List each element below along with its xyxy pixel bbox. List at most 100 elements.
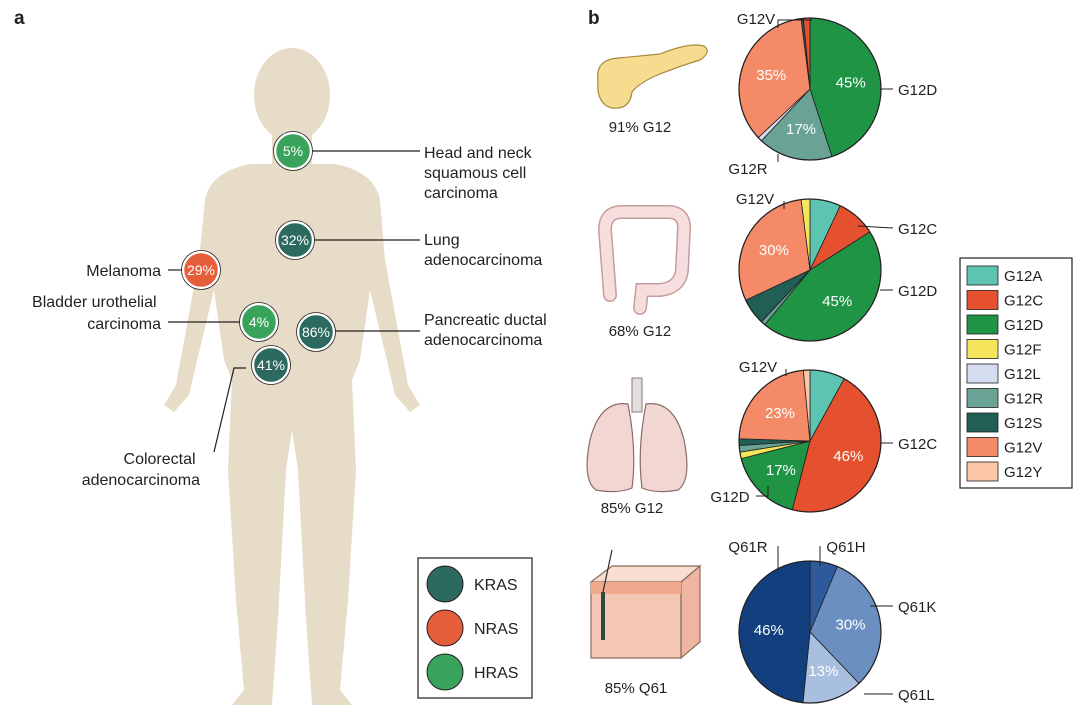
legend-item-g12l: G12L [966,363,1041,384]
colon-illustration [597,205,692,315]
legend-item-g12v: G12V [966,437,1042,457]
callout-skin-q61k: Q61K [898,599,936,616]
callout-pancreas-g12r: G12R [728,161,767,178]
panel-a-letter: a [14,8,25,29]
legend-label-g12y: G12Y [1004,464,1042,481]
head-neck-badge-circle [273,131,313,171]
lung-badge-value: 32% [281,232,309,248]
legend-item-g12c: G12C [966,290,1043,310]
caption-colon: 68% G12 [609,323,672,340]
pancreatic-badge: 86% [296,312,336,352]
callout-skin-q61l: Q61L [898,687,935,704]
label-head-neck: Head and neck squamous cell carcinoma [424,145,536,202]
callout-lung-g12d: G12D [710,489,749,506]
head-neck-badge-value: 5% [283,143,303,159]
legend-item-g12f: G12F [966,339,1042,359]
label-pancreatic: Pancreatic ductal adenocarcinoma [424,312,551,349]
bladder-badge-value: 4% [249,314,269,330]
callout-skin-q61r: Q61R [728,539,767,556]
callout-colon-g12d: G12D [898,283,937,300]
lung-badge-circle [275,220,315,260]
legend-swatch-g12v [966,437,999,457]
callout-line-pancreas-g12v [777,19,812,28]
mutation-legend: G12A G12C G12D G12F G12L G12R G12S G12V G12Y [959,257,1073,489]
label-colorectal: Colorectal adenocarcinoma [82,451,200,489]
slice-label-skin-q61r: 46% [754,622,784,639]
legend-item-g12d: G12D [966,314,1043,335]
slice-label-pancreas-g12d: 45% [836,75,866,92]
callout-colon-g12v: G12V [736,191,774,208]
legend-swatch-g12l [966,363,999,384]
lung-badge-outline [275,220,315,260]
legend-swatch-g12f [966,339,999,359]
legend-label-g12d: G12D [1004,317,1043,334]
hras-swatch [426,653,464,691]
pie-pancreas: 45% 17% 35% G12V G12D G12R [728,11,937,178]
legend-label-g12l: G12L [1004,366,1041,383]
pie-outline-lung [738,369,882,513]
legend-swatch-g12c [966,290,999,310]
slice-label-pancreas-g12r: 17% [786,121,816,138]
bladder-badge-outline [239,302,279,342]
callout-colon-g12c: G12C [898,221,937,238]
gene-legend: KRAS NRAS HRAS [417,557,533,699]
callout-pancreas-g12v: G12V [737,11,775,28]
legend-label-g12a: G12A [1004,268,1042,285]
callout-skin-q61h: Q61H [826,539,865,556]
melanoma-badge-circle [181,250,221,290]
legend-label-g12r: G12R [1004,391,1043,408]
colorectal-badge-outline [251,345,291,385]
legend-item-g12s: G12S [966,412,1042,433]
slice-label-skin-q61k: 30% [835,617,865,634]
label-bladder: Bladder urothelial carcinoma [32,294,161,333]
mutation-badges: 5% 32% 29% 4% 86% 41% [181,131,336,385]
melanoma-badge-value: 29% [187,262,215,278]
legend-item-g12y: G12Y [966,461,1042,482]
callout-lung-g12v: G12V [739,359,777,376]
legend-item-g12r: G12R [966,388,1043,408]
slice-label-colon-g12v: 30% [759,242,789,259]
pancreas-illustration [597,44,708,109]
skin-illustration [589,549,702,660]
colorectal-badge-value: 41% [257,357,285,373]
callout-line-lung-g12d [756,486,769,497]
slice-label-pancreas-g12v: 35% [756,67,786,84]
slice-label-lung-g12c: 46% [833,448,863,465]
colorectal-badge-circle [251,345,291,385]
lungs-illustration [586,377,688,493]
label-lung: Lung adenocarcinoma [424,232,542,269]
legend-swatch-g12a [966,265,999,286]
lung-badge: 32% [275,220,315,260]
callout-pancreas-g12d: G12D [898,82,937,99]
melanoma-badge-outline [181,250,221,290]
pancreatic-badge-outline [296,312,336,352]
bladder-badge-circle [239,302,279,342]
melanoma-badge: 29% [181,250,221,290]
bladder-badge: 4% [239,302,279,342]
slice-label-skin-q61l: 13% [808,663,838,680]
panel-a-leader-lines [168,150,420,453]
pancreatic-badge-value: 86% [302,324,330,340]
pie-outline-skin [738,560,882,704]
pie-outline-colon [738,198,882,342]
legend-swatch-g12d [966,314,999,335]
kras-swatch [426,565,464,603]
head-neck-badge: 5% [273,131,313,171]
legend-swatch-g12r [966,388,999,408]
pancreatic-badge-circle [296,312,336,352]
label-melanoma: Melanoma [86,263,161,280]
slice-label-lung-g12d: 17% [766,462,796,479]
legend-label-g12f: G12F [1004,342,1042,359]
caption-skin: 85% Q61 [605,680,668,697]
caption-lung: 85% G12 [601,500,664,517]
legend-label-g12s: G12S [1004,415,1042,432]
panel-a-labels: Head and neck squamous cell carcinoma Lu… [32,145,551,489]
legend-swatch-g12y [966,461,999,482]
callout-line-colon-g12c [857,225,894,229]
legend-kras: KRAS [474,577,518,594]
legend-label-g12c: G12C [1004,293,1043,310]
